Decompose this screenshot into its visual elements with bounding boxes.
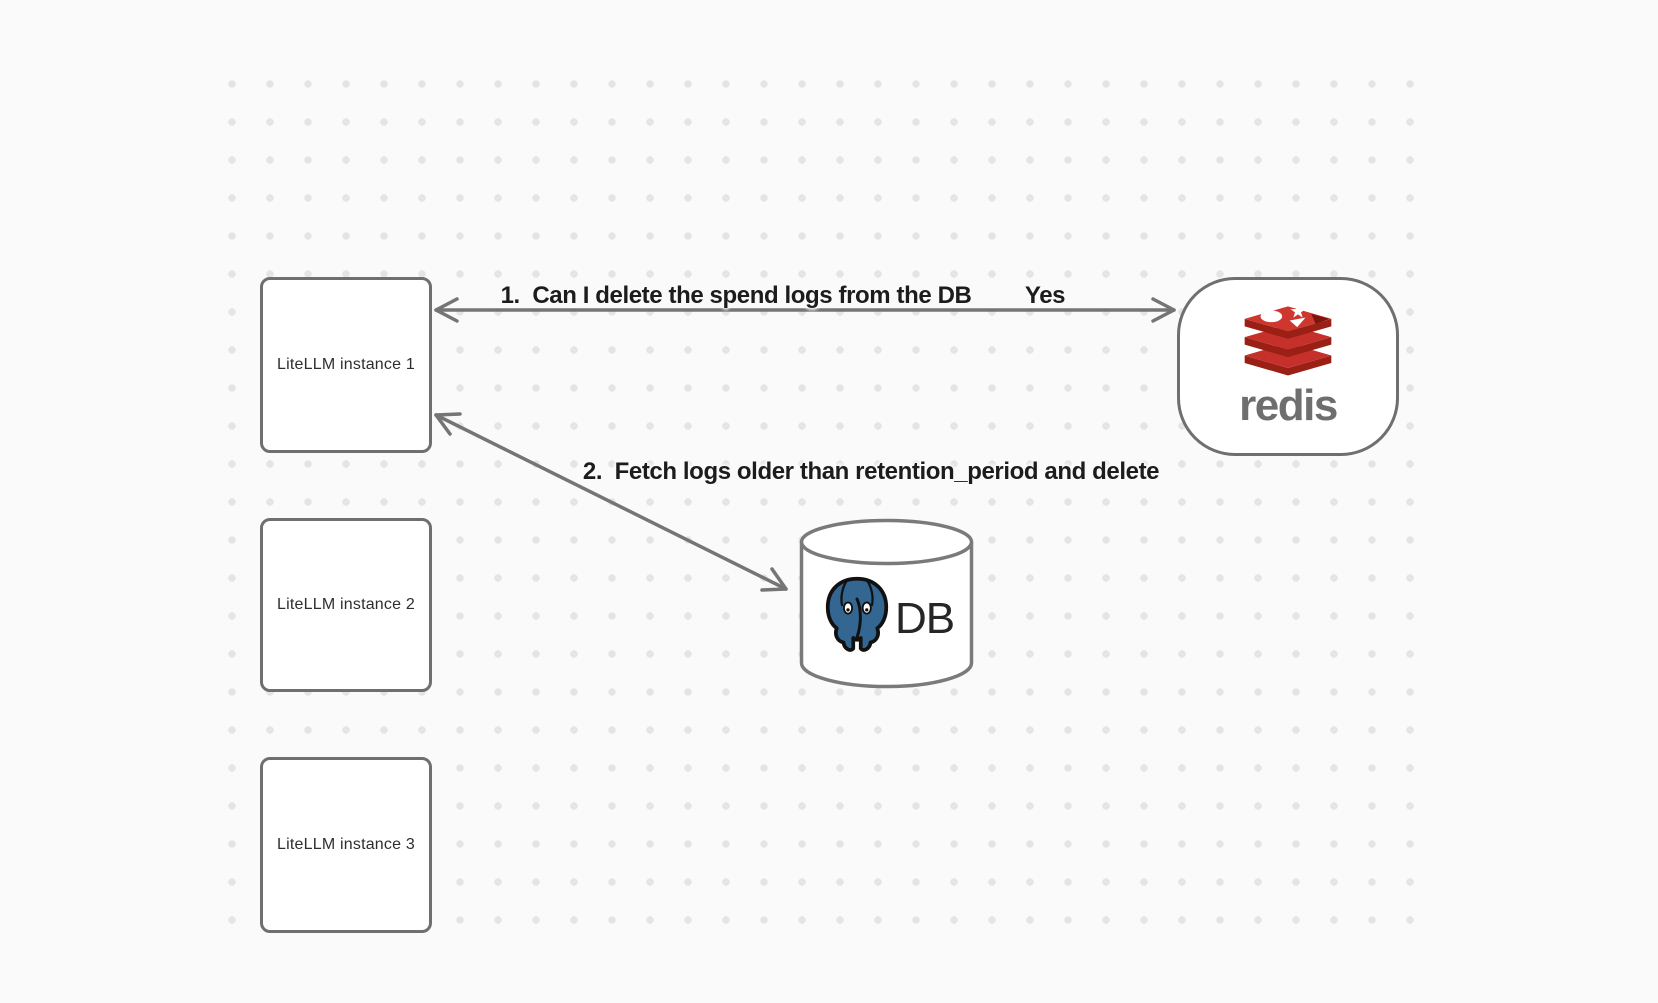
node-litellm-instance-3[interactable]: LiteLLM instance 3 bbox=[260, 757, 432, 933]
db-label: DB bbox=[894, 594, 955, 643]
node-label: LiteLLM instance 3 bbox=[277, 836, 415, 853]
redis-logo-icon bbox=[1238, 303, 1338, 386]
postgres-elephant-icon bbox=[819, 575, 895, 664]
redis-wordmark: redis bbox=[1239, 381, 1338, 430]
node-label: LiteLLM instance 2 bbox=[277, 596, 415, 613]
node-label: LiteLLM instance 1 bbox=[277, 356, 415, 373]
node-database[interactable]: DB bbox=[798, 517, 975, 689]
arrow-instance1-db[interactable] bbox=[434, 412, 788, 592]
node-litellm-instance-2[interactable]: LiteLLM instance 2 bbox=[260, 518, 432, 692]
node-redis[interactable]: redis bbox=[1177, 277, 1399, 456]
node-litellm-instance-1[interactable]: LiteLLM instance 1 bbox=[260, 277, 432, 453]
edge-label-fetch-logs[interactable]: 2. Fetch logs older than retention_perio… bbox=[582, 458, 1160, 485]
edge-label-yes[interactable]: Yes bbox=[1024, 282, 1066, 309]
edge-label-delete-spend-logs[interactable]: 1. Can I delete the spend logs from the … bbox=[500, 282, 972, 309]
